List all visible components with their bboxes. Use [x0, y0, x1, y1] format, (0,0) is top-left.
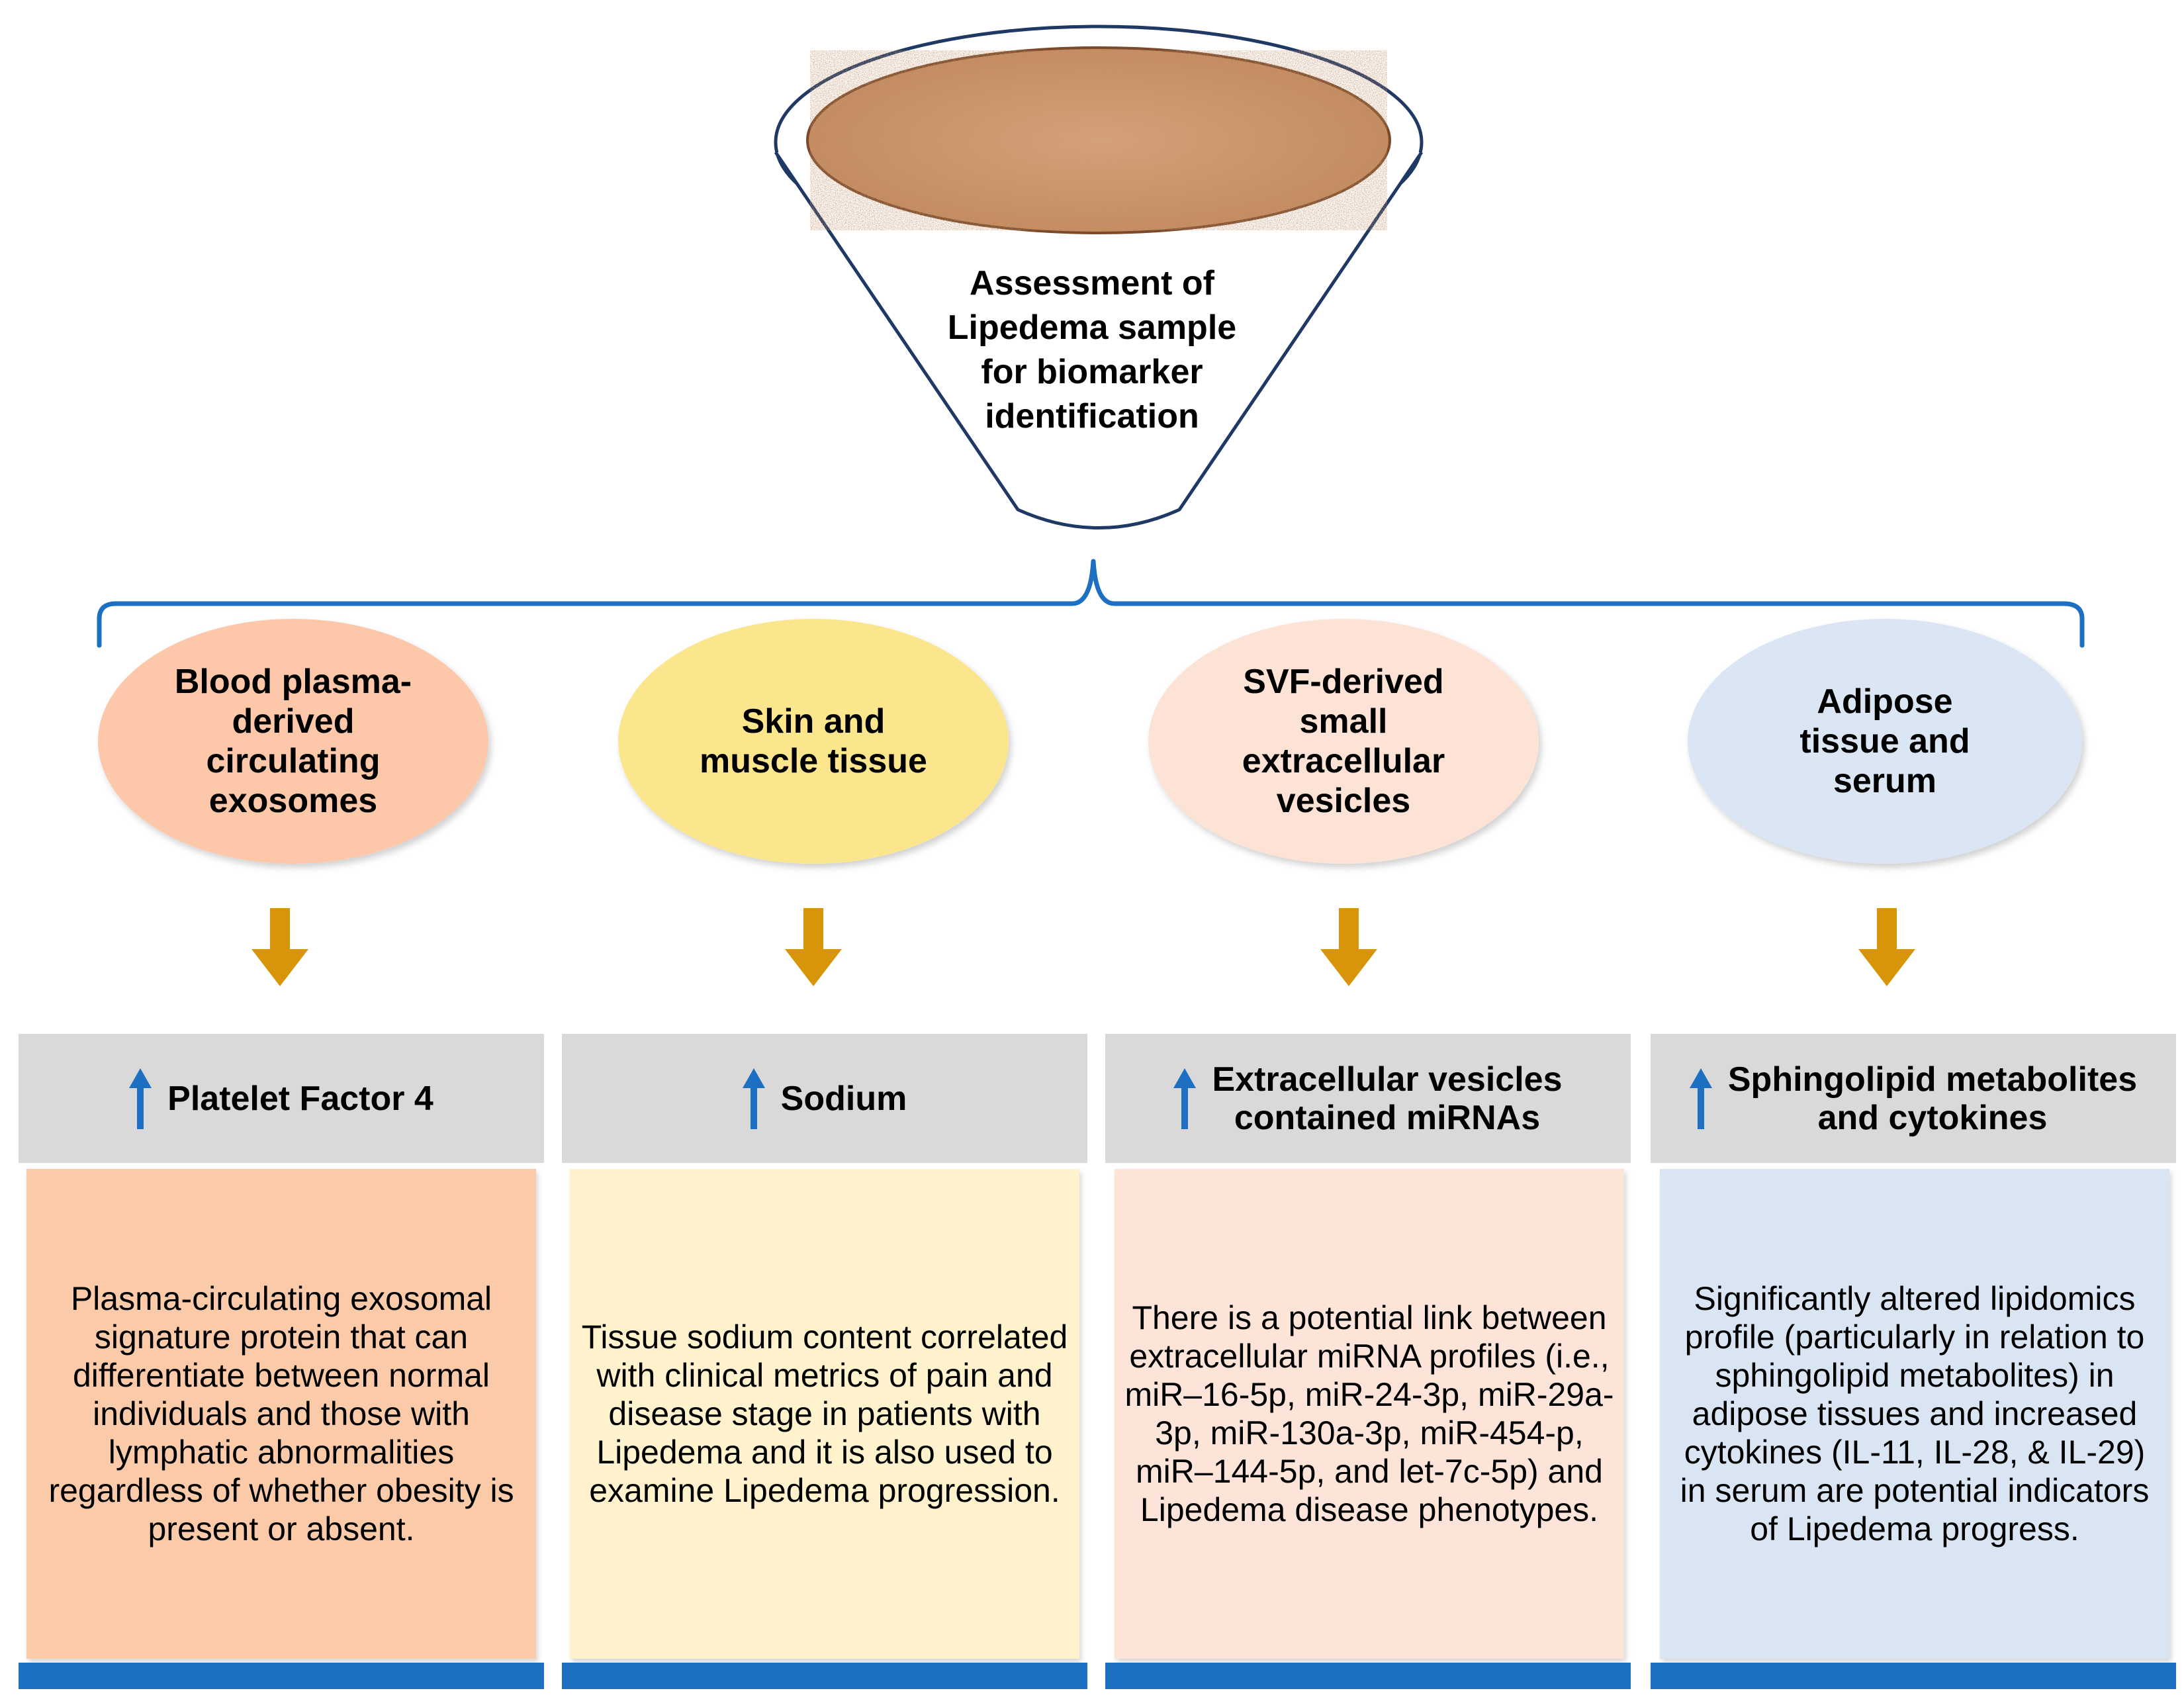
body-box-bg-4: [1660, 1169, 2169, 1659]
funnel-body: [774, 151, 1424, 530]
description-text-3: There is a potential link between extrac…: [1124, 1299, 1614, 1528]
description-box-4: Significantly altered lipidomics profile…: [1660, 1169, 2169, 1659]
funnel-label: Assessment of Lipedema sample for biomar…: [947, 264, 1237, 436]
base-bar-1: [19, 1663, 544, 1689]
down-arrow-icon: [785, 908, 842, 986]
body-box-bg-2: [570, 1169, 1079, 1659]
source-oval-1: [98, 619, 488, 864]
base-bar-2: [562, 1663, 1087, 1689]
description-box-3: There is a potential link between extrac…: [1115, 1169, 1624, 1659]
body-box-bg-1: [26, 1169, 536, 1659]
source-label-2: Skin and muscle tissue: [700, 702, 927, 780]
source-oval-4: [1688, 619, 2082, 864]
funnel-soil-texture: [810, 50, 1387, 230]
source-oval-3: [1148, 619, 1539, 864]
description-box-2: Tissue sodium content correlated with cl…: [570, 1169, 1079, 1659]
biomarker-title-1: Platelet Factor 4: [167, 1079, 433, 1118]
base-bar-3: [1105, 1663, 1631, 1689]
funnel-icon: [774, 24, 1424, 530]
up-arrow-icon: [742, 1068, 765, 1129]
grouping-brace: [97, 559, 2085, 648]
down-arrow-icon: [251, 908, 308, 986]
description-text-1: Plasma-circulating exosomal signature pr…: [48, 1280, 514, 1547]
biomarker-header-4: Sphingolipid metabolites and cytokines: [1651, 1034, 2176, 1163]
source-label-1: Blood plasma- derived circulating exosom…: [174, 663, 412, 820]
up-arrow-icon: [1689, 1068, 1712, 1129]
description-box-1: Plasma-circulating exosomal signature pr…: [26, 1169, 536, 1659]
biomarker-header-3: Extracellular vesicles contained miRNAs: [1105, 1034, 1631, 1163]
source-oval-2: [618, 619, 1009, 864]
biomarker-header-2: Sodium: [562, 1034, 1087, 1163]
up-arrow-icon: [129, 1068, 152, 1129]
source-label-4: Adipose tissue and serum: [1799, 682, 1970, 800]
up-arrow-icon: [1173, 1068, 1197, 1129]
base-bar-4: [1651, 1663, 2176, 1689]
description-text-4: Significantly altered lipidomics profile…: [1680, 1280, 2150, 1547]
biomarker-title-4: Sphingolipid metabolites and cytokines: [1727, 1060, 2138, 1137]
biomarker-title-3: Extracellular vesicles contained miRNAs: [1212, 1060, 1563, 1137]
source-label-3: SVF-derived small extracellular vesicles: [1242, 663, 1445, 820]
down-arrow-icon: [1858, 908, 1915, 986]
description-text-2: Tissue sodium content correlated with cl…: [581, 1318, 1068, 1509]
down-arrow-icon: [1320, 908, 1377, 986]
biomarker-header-1: Platelet Factor 4: [19, 1034, 544, 1163]
body-box-bg-3: [1115, 1169, 1624, 1659]
biomarker-title-2: Sodium: [780, 1079, 907, 1118]
